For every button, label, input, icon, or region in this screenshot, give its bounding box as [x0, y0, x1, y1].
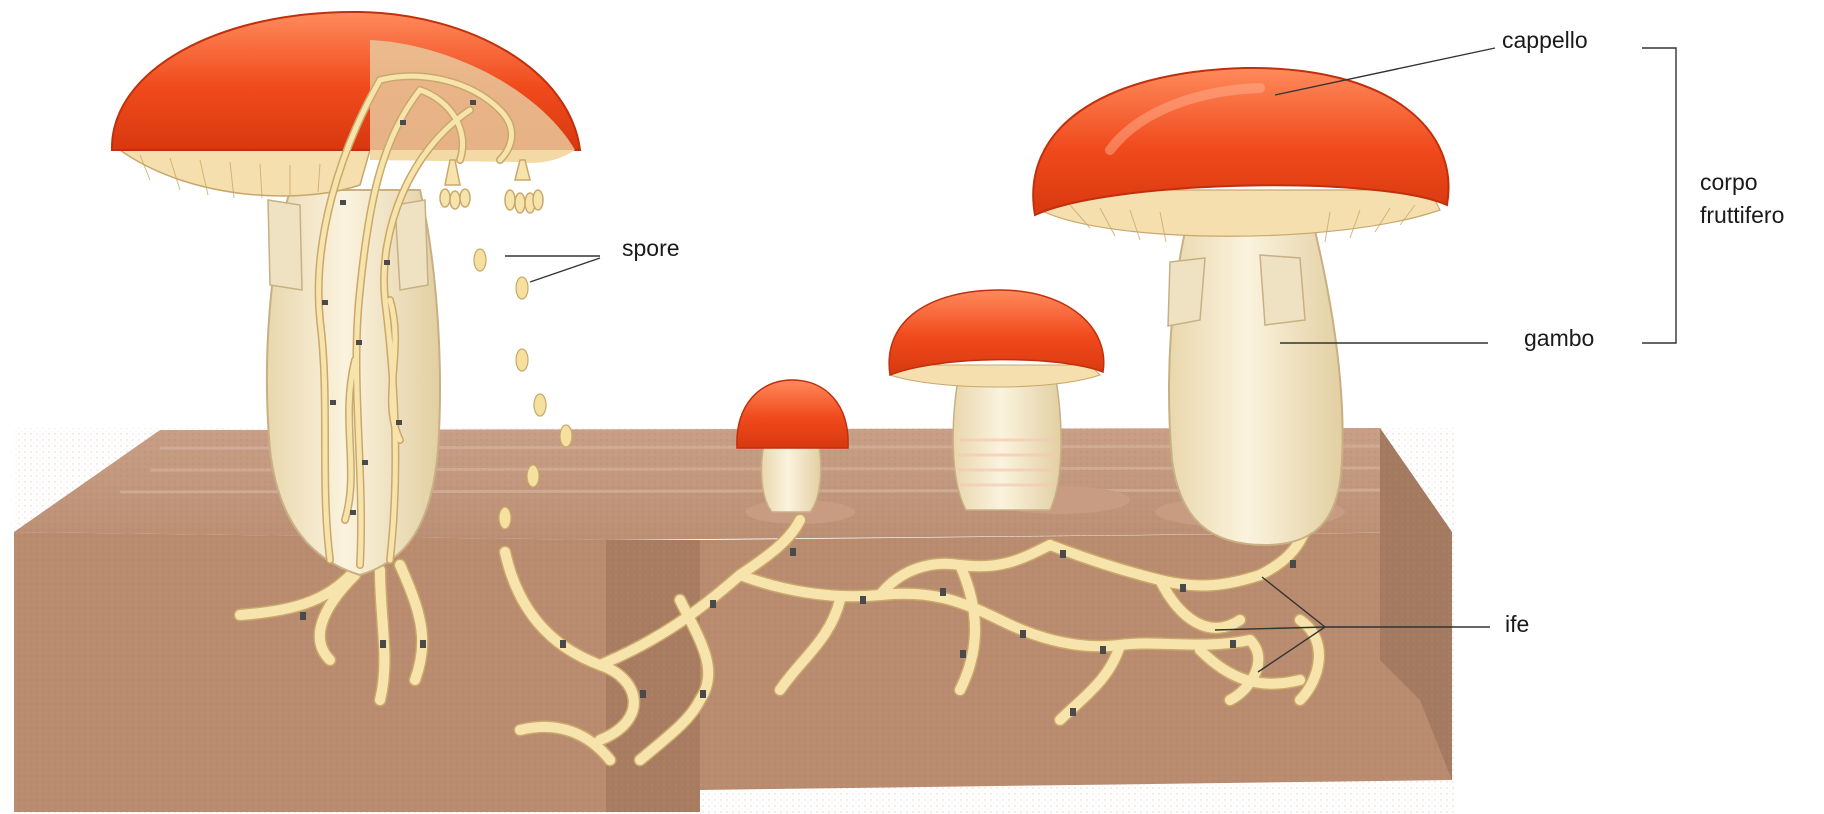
fruiting-body-bracket: corpo fruttifero [1642, 48, 1784, 343]
label-spores: spore [505, 235, 680, 282]
label-cap: cappello [1275, 27, 1588, 95]
label-hyphae-text: ife [1505, 611, 1529, 637]
label-fruiting-body-line1: corpo [1700, 169, 1758, 195]
label-fruiting-body-line2: fruttifero [1700, 202, 1784, 228]
label-stem-text: gambo [1524, 325, 1594, 351]
label-spores-text: spore [622, 235, 680, 261]
label-cap-text: cappello [1502, 27, 1588, 53]
